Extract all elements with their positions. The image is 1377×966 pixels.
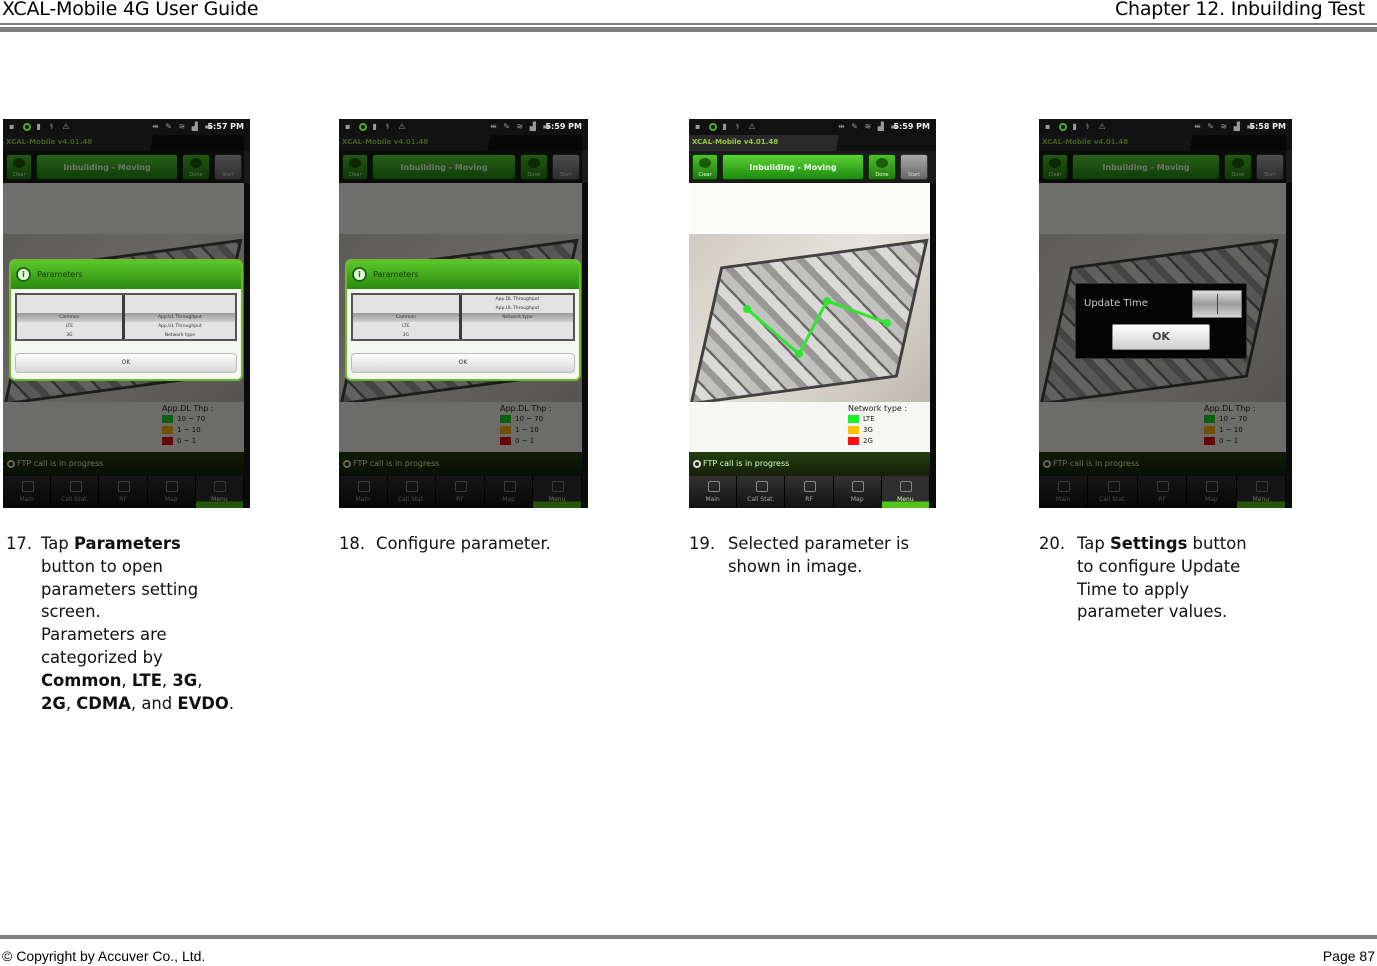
legend-swatch-orange	[848, 426, 859, 434]
step-number: 20.	[1039, 534, 1066, 553]
legend: Network type : LTE 3G 2G	[848, 404, 928, 447]
call-status-bar: FTP call is in progress	[689, 452, 930, 476]
system-icons: ⇹ ✎ ≋ ▟ ▬	[838, 122, 900, 131]
parameter-option-selected[interactable]: Network type	[461, 313, 573, 322]
parameter-option[interactable]: App.UL Throughput	[124, 313, 235, 322]
step-text: Selected parameter is shown in image.	[728, 534, 910, 576]
screenshot-network-type-map: ▪ ▮ ⚕ ⚠ ⇹ ✎ ≋ ▟ ▬ 5:59 PM XCAL-Mobile v4…	[689, 119, 936, 508]
nav-menu[interactable]: Menu	[881, 476, 931, 508]
nav-rf[interactable]: RF	[785, 476, 834, 508]
clear-icon	[699, 158, 711, 168]
bottom-nav: Main Call Stat. RF Map Menu	[689, 476, 931, 508]
category-wheel[interactable]: Common LTE 3G	[17, 295, 125, 339]
parameter-option[interactable]: Network type	[164, 333, 196, 338]
walk-route	[743, 297, 891, 358]
route-point	[883, 319, 891, 327]
step-number: 18.	[339, 534, 366, 553]
clock: 5:57 PM	[207, 122, 244, 131]
legend-title: Network type :	[848, 404, 908, 413]
start-button[interactable]: Start	[900, 154, 928, 180]
status-bar: ▪ ▮ ⚕ ⚠ ⇹ ✎ ≋ ▟ ▬ 5:57 PM	[3, 119, 250, 135]
nav-map[interactable]: Map	[834, 476, 882, 508]
nav-main[interactable]: Main	[689, 476, 738, 508]
info-icon: i	[16, 267, 31, 282]
progress-spinner-icon	[693, 459, 701, 468]
system-icons: ⇹ ✎ ≋ ▟ ▬	[490, 122, 552, 131]
copyright: © Copyright by Accuver Co., Ltd.	[2, 948, 206, 964]
clock: 5:59 PM	[545, 122, 582, 131]
legend-row: 3G	[848, 425, 928, 436]
notification-icons: ▪ ▮ ⚕ ⚠	[695, 122, 759, 131]
check-icon	[876, 158, 888, 168]
status-bar: ▪ ▮ ⚕ ⚠ ⇹ ✎ ≋ ▟ ▬ 5:59 PM	[689, 119, 936, 135]
update-time-picker[interactable]	[1192, 290, 1242, 318]
category-common[interactable]: Common	[353, 313, 459, 322]
page-header: XCAL-Mobile 4G User Guide Chapter 12. In…	[0, 0, 1377, 36]
legend-swatch-red	[848, 437, 859, 445]
nav-call-stat[interactable]: Call Stat.	[737, 476, 786, 508]
route-point	[743, 305, 751, 313]
info-panel	[689, 183, 930, 234]
update-time-dialog: Update Time OK	[1075, 283, 1247, 359]
route-point	[823, 297, 831, 305]
parameter-option[interactable]: App.DL Throughput	[495, 297, 540, 302]
legend-panel: Network type : LTE 3G 2G	[689, 402, 930, 452]
notification-icons: ▪ ▮ ⚕ ⚠	[1045, 122, 1109, 131]
category-lte[interactable]: LTE	[402, 324, 410, 329]
step-number: 19.	[689, 534, 716, 553]
clock: 5:58 PM	[1249, 122, 1286, 131]
screenshot-update-time: ▪ ▮ ⚕ ⚠ ⇹ ✎ ≋ ▟ ▬ 5:58 PM XCAL-Mobile v4…	[1039, 119, 1292, 508]
ok-button[interactable]: OK	[15, 353, 237, 373]
mode-title: Inbuilding - Moving	[722, 154, 864, 180]
footer-divider	[0, 935, 1377, 939]
category-wheel[interactable]: Common LTE 3G	[353, 295, 462, 339]
status-bar: ▪ ▮ ⚕ ⚠ ⇹ ✎ ≋ ▟ ▬ 5:58 PM	[1039, 119, 1292, 135]
notification-icons: ▪ ▮ ⚕ ⚠	[345, 122, 409, 131]
parameter-option[interactable]: App.UL Throughput	[158, 324, 202, 329]
category-3g[interactable]: 3G	[66, 333, 73, 338]
done-button[interactable]: Done	[868, 154, 896, 180]
parameter-wheel[interactable]: App.DL Throughput App.UL Throughput Netw…	[461, 295, 573, 339]
system-icons: ⇹ ✎ ≋ ▟ ▬	[1194, 122, 1256, 131]
legend-swatch-green	[848, 415, 859, 423]
header-divider-thick	[0, 27, 1377, 32]
clock: 5:59 PM	[893, 122, 930, 131]
step-text: Configure parameter.	[376, 534, 551, 553]
screenshot-configure-parameter: ▪ ▮ ⚕ ⚠ ⇹ ✎ ≋ ▟ ▬ 5:59 PM XCAL-Mobile v4…	[339, 119, 588, 508]
ok-button[interactable]: OK	[351, 353, 575, 373]
status-bar: ▪ ▮ ⚕ ⚠ ⇹ ✎ ≋ ▟ ▬ 5:59 PM	[339, 119, 588, 135]
clear-button[interactable]: Clear	[692, 154, 718, 180]
step-number: 17.	[6, 534, 33, 553]
parameter-wheel[interactable]: App.UL Throughput App.UL Throughput Netw…	[124, 295, 235, 339]
floor-plan	[689, 234, 930, 406]
update-time-label: Update Time	[1084, 298, 1148, 309]
parameter-picker[interactable]: Common LTE 3G App.DL Throughput App.UL T…	[351, 293, 575, 341]
app-name: XCAL-Mobile v4.01.48	[692, 138, 779, 146]
category-3g[interactable]: 3G	[402, 333, 410, 338]
parameter-option[interactable]: App.UL Throughput	[495, 306, 540, 311]
ok-button[interactable]: OK	[1112, 324, 1210, 350]
toolbar: Clear Inbuilding - Moving Done Start	[689, 151, 936, 183]
category-lte[interactable]: LTE	[65, 324, 74, 329]
notification-icons: ▪ ▮ ⚕ ⚠	[9, 122, 73, 131]
legend-row: 2G	[848, 436, 928, 447]
app-title-bar: XCAL-Mobile v4.01.48	[689, 135, 936, 151]
info-icon: i	[352, 267, 367, 282]
chapter-title: Chapter 12. Inbuilding Test	[1114, 0, 1365, 20]
legend-row: LTE	[848, 414, 928, 425]
header-divider	[0, 23, 1377, 25]
parameter-picker[interactable]: Common LTE 3G App.UL Throughput App.UL T…	[15, 293, 237, 341]
system-icons: ⇹ ✎ ≋ ▟ ▬	[152, 122, 214, 131]
route-point	[795, 350, 803, 358]
screenshot-parameters-dialog: ▪ ▮ ⚕ ⚠ ⇹ ✎ ≋ ▟ ▬ 5:57 PM XCAL-Mobile v4…	[3, 119, 250, 508]
category-common[interactable]: Common	[17, 313, 122, 322]
document-title: XCAL-Mobile 4G User Guide	[2, 0, 259, 20]
page-number: Page 87	[1322, 948, 1375, 964]
